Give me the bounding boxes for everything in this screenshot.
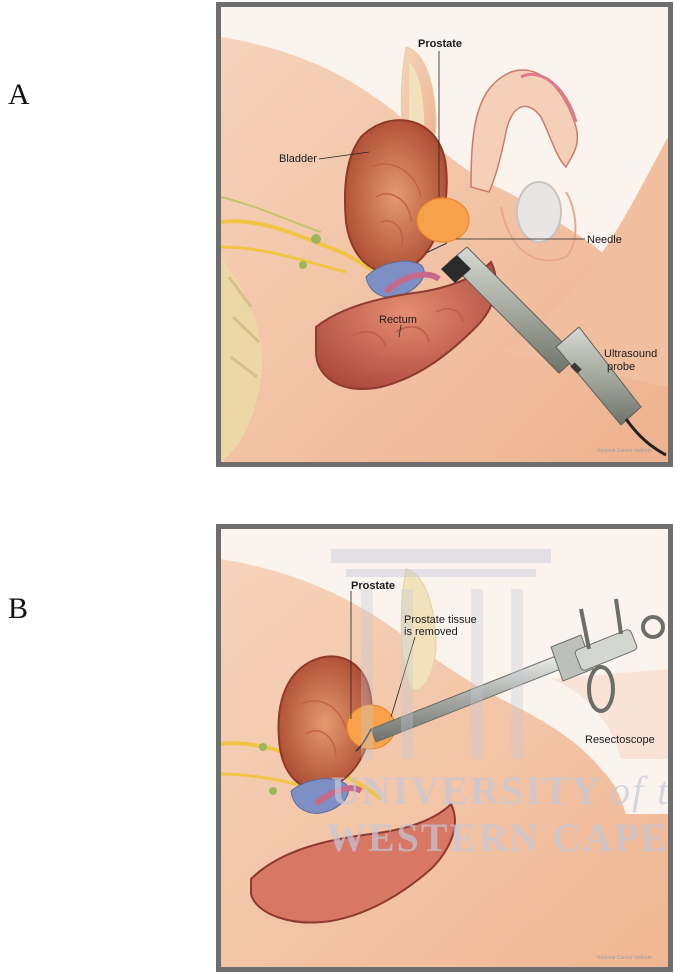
prostate-shape (417, 198, 469, 242)
watermark-line1-italic: of the (610, 768, 668, 813)
label-tissue-line2: is removed (404, 626, 458, 638)
label-needle: Needle (587, 234, 622, 246)
label-tissue-line1: Prostate tissue (404, 614, 477, 626)
panel-letter-a: A (8, 78, 30, 112)
label-ultrasound-line2: probe (607, 361, 635, 373)
label-prostate-b: Prostate (351, 580, 395, 592)
illustration-biopsy: Prostate Bladder Needle Rectum Ultrasoun… (221, 7, 668, 462)
credit-text: National Cancer Institute (597, 448, 652, 454)
credit-text-b: National Cancer Institute (597, 955, 652, 961)
figure-a-prostate-biopsy: Prostate Bladder Needle Rectum Ultrasoun… (216, 2, 673, 467)
label-bladder: Bladder (279, 153, 317, 165)
label-resectoscope: Resectoscope (585, 734, 655, 746)
label-prostate: Prostate (418, 38, 462, 50)
label-ultrasound-line1: Ultrasound (604, 348, 657, 360)
watermark-line1: UNIVERSITY (331, 768, 602, 813)
watermark-line2: WESTERN CAPE (326, 815, 668, 860)
testis-shape (517, 182, 561, 242)
panel-letter-b: B (8, 592, 28, 626)
label-rectum: Rectum (379, 314, 417, 326)
